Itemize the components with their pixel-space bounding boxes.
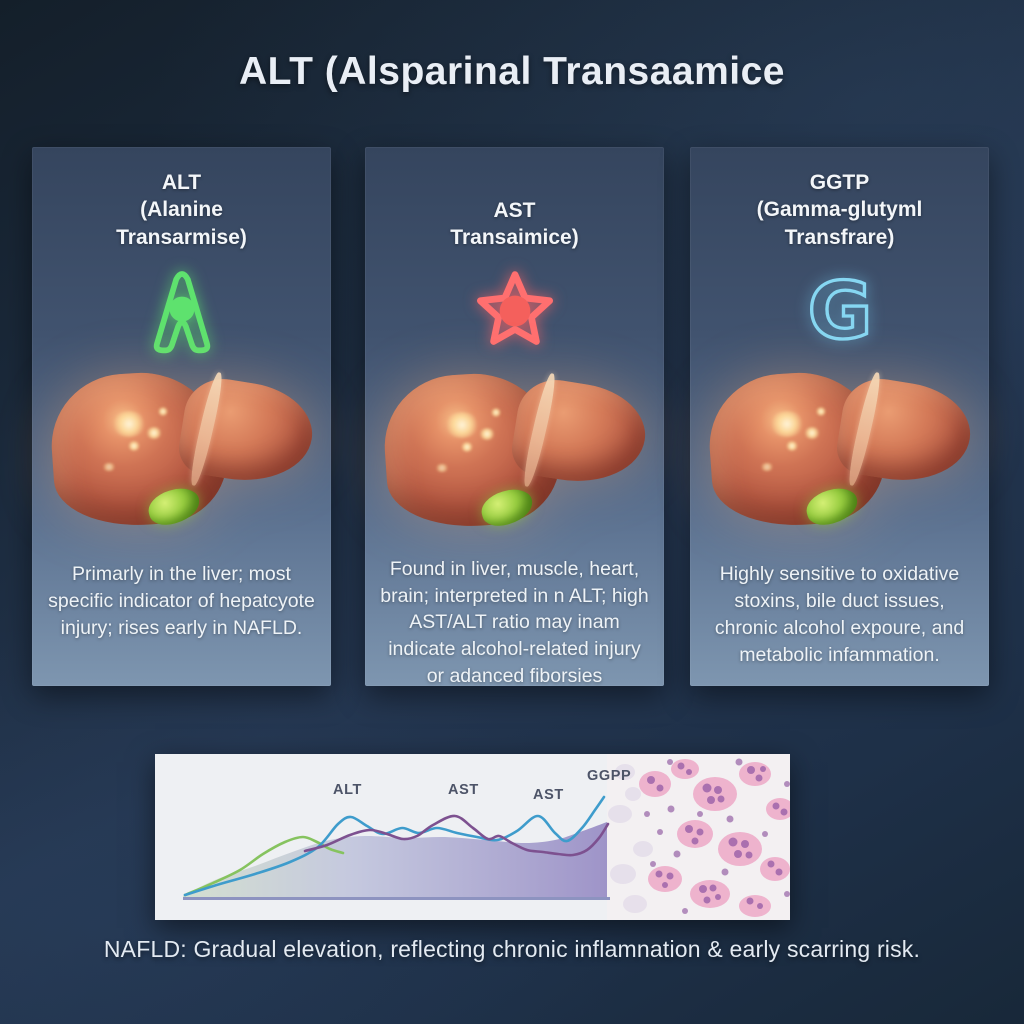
liver-highlight: [478, 427, 495, 440]
enzyme-progression-chart-panel: ALT AST AST GGPP: [155, 754, 790, 920]
card-alt-description: Primarly in the liver; most specific ind…: [48, 562, 315, 639]
svg-text:G: G: [807, 265, 872, 357]
liver-highlight: [145, 426, 162, 439]
card-ast-icon-area: [365, 262, 664, 362]
series-ALT-early-green: [183, 835, 345, 897]
liver-highlight: [803, 426, 820, 439]
card-ast-description: Found in liver, muscle, heart, brain; in…: [380, 557, 649, 688]
card-ggtp-icon-area: G: [690, 261, 989, 361]
series-ALT-blue: [183, 795, 606, 897]
card-ggtp-title: GGTP (Gamma-glutyml Transfrare): [690, 169, 989, 251]
chart-series-labels: ALT AST AST GGPP: [333, 768, 631, 803]
histology-micrograph: [607, 754, 790, 920]
liver-highlight: [815, 406, 826, 416]
liver-highlight: [111, 410, 146, 437]
x-axis-line: [183, 897, 610, 900]
card-alt-icon-area: [32, 261, 331, 361]
neon-letter-a-icon: [153, 271, 210, 354]
liver-highlight: [101, 462, 116, 471]
card-alt-title-line1: ALT: [161, 171, 202, 194]
card-ggtp-title-line1: GGTP: [809, 171, 870, 194]
liver-highlight: [759, 462, 774, 471]
series-area-fill: [183, 822, 607, 897]
liver-highlight: [127, 440, 140, 451]
liver-highlight: [785, 440, 798, 451]
chart-curves: [183, 795, 610, 897]
liver-highlight: [490, 407, 501, 417]
card-ast: AST Transaimice) Found in liver, muscle,…: [365, 147, 664, 687]
liver-highlight: [769, 410, 804, 437]
series-AST-purple: [303, 814, 610, 857]
liver-highlight: [460, 441, 473, 452]
card-ggtp-title-line2: (Gamma-glutyml: [756, 198, 923, 222]
card-alt-title: ALT (Alanine Transarmise): [32, 169, 331, 251]
neon-star-icon: [476, 270, 553, 345]
liver-illustration: [46, 367, 319, 535]
card-ggtp-title-line3: Transfrare): [784, 225, 895, 249]
card-alt-title-line3: Transarmise): [116, 225, 247, 249]
chart-axis: [183, 897, 610, 900]
card-alt-title-line2: (Alanine: [140, 198, 223, 222]
card-ggtp-description: Highly sensitive to oxidative stoxins, b…: [714, 562, 965, 666]
liver-illustration: [704, 367, 977, 535]
curve-label-alt: ALT: [333, 782, 362, 798]
card-ggtp: GGTP (Gamma-glutyml Transfrare) G Highly…: [690, 147, 989, 686]
liver-highlight: [157, 406, 168, 416]
page-title: ALT (Alsparinal Transaamice: [239, 50, 785, 93]
card-ast-title-line2: Transaimice): [450, 226, 579, 250]
card-ast-title: AST Transaimice): [365, 197, 664, 252]
curve-label-ggpp: GGPP: [587, 768, 631, 784]
card-alt: ALT (Alanine Transarmise) Primarly in th…: [32, 147, 331, 686]
curve-label-ast: AST: [448, 782, 479, 798]
liver-highlight: [444, 411, 479, 438]
liver-highlight: [434, 463, 449, 472]
liver-illustration: [379, 367, 652, 536]
card-ast-title-line1: AST: [493, 199, 536, 222]
bottom-caption: NAFLD: Gradual elevation, reflecting chr…: [103, 936, 921, 962]
enzyme-progression-chart: ALT AST AST GGPP: [183, 754, 790, 920]
curve-label-ast: AST: [533, 787, 564, 803]
neon-letter-g-icon: G: [806, 263, 874, 358]
